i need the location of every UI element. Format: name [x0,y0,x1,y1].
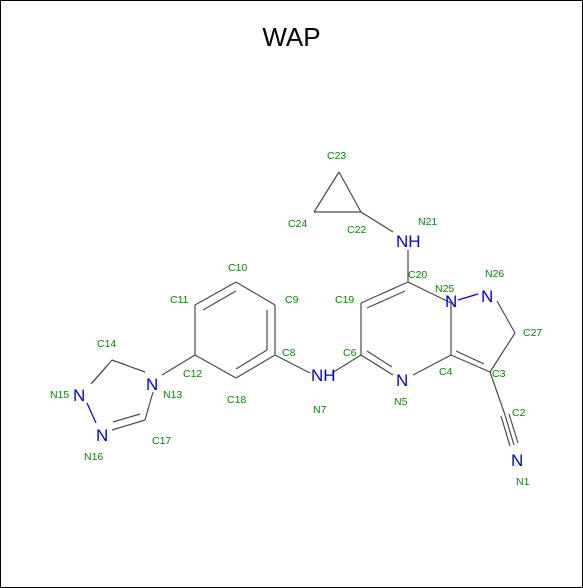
diagram-title: WAP [262,22,321,52]
atom-label: C18 [227,394,246,406]
atom-label: N25 [435,283,454,295]
bond [504,414,515,446]
bond [360,281,409,304]
atom-label: C6 [343,347,357,359]
bond [407,281,452,304]
bond [489,371,506,416]
atom-label: C23 [327,150,346,162]
n-label: N [146,375,158,394]
n-label: N [511,451,523,470]
bond [508,413,519,444]
nh-label: NH [311,366,336,385]
atom-label: C4 [439,366,453,378]
bond [111,359,146,373]
n-label: N [396,371,408,390]
atom-label: N21 [418,216,437,228]
atom-label: C10 [228,262,247,274]
bond [194,281,237,306]
atom-label: C14 [97,338,116,350]
bond [489,332,516,373]
bond [313,171,340,213]
bond [331,354,362,374]
bond [235,349,268,370]
atom-label: C11 [170,294,189,306]
bond [91,365,108,384]
atom-label: C12 [183,368,202,380]
atom-label: C3 [492,368,506,380]
bond [111,419,146,431]
atom-label: N13 [163,389,182,401]
bond [235,354,276,379]
bond [274,354,311,374]
bond [366,350,393,368]
bond [450,354,491,373]
bond [496,300,516,334]
n-label: N [96,426,108,445]
bond [202,290,237,311]
n-label: N [481,287,493,306]
bond [194,354,237,379]
atom-label: N7 [313,404,327,416]
atom-label: C19 [335,294,354,306]
atom-label: C27 [523,327,542,339]
nh-label: NH [396,232,421,251]
atom-label: N26 [485,268,504,280]
n-label: N [73,386,85,405]
bond [144,391,154,421]
atom-label: C17 [152,435,171,447]
atom-label: C20 [408,269,427,281]
atom-label: N15 [50,389,69,401]
atom-label: C22 [347,224,366,236]
atom-label: C24 [288,218,307,230]
atom-label: C2 [512,407,526,419]
bond [338,171,362,213]
bond [412,354,452,376]
atom-label: C9 [285,294,299,306]
bond [366,290,406,309]
atom-label: N1 [516,476,530,488]
atom-label: N16 [84,451,103,463]
bond [112,413,141,423]
atom-label: C8 [282,347,296,359]
n-label: N [445,292,457,311]
atom-label: N5 [394,396,408,408]
bond [500,415,511,447]
bond [86,402,97,424]
bond [360,354,394,376]
bond [235,281,276,306]
bond [360,211,394,233]
bond [455,350,485,365]
bond [161,354,196,376]
bond [457,293,479,301]
